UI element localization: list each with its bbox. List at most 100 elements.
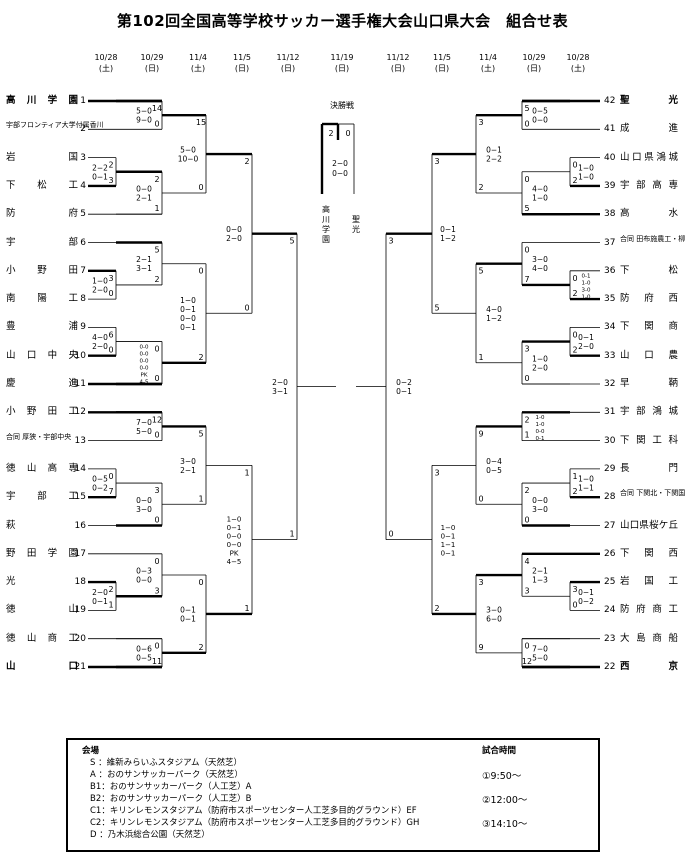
match-score: 2 bbox=[154, 175, 159, 184]
round-date-header: 11/4(土) bbox=[176, 52, 220, 74]
half-score: 0−1 bbox=[441, 532, 456, 540]
team-number: 27 bbox=[604, 520, 616, 531]
half-score: 0−5 bbox=[486, 466, 502, 475]
match-score: 0 bbox=[524, 374, 529, 383]
venue-item: C2：キリンレモンスタジアム（防府市スポーツセンター人工芝多目的グラウンド）GH bbox=[90, 818, 420, 828]
half-score: 9−0 bbox=[136, 116, 152, 125]
team-name: 下関西 bbox=[620, 547, 678, 559]
match-score: 0 bbox=[572, 600, 577, 609]
half-score: 3-0 bbox=[582, 287, 591, 293]
half-score: 1−0 bbox=[441, 524, 456, 532]
match-score: 12 bbox=[152, 415, 162, 424]
half-score: 0−1 bbox=[180, 605, 196, 614]
half-score: 0−1 bbox=[578, 588, 594, 597]
team-name: 下関商 bbox=[620, 321, 678, 333]
match-score: 3 bbox=[434, 157, 439, 166]
half-score: 0−0 bbox=[532, 496, 548, 505]
team-name: 宇部 bbox=[6, 236, 78, 248]
match-score: 0 bbox=[198, 578, 203, 587]
team-name: 下松 bbox=[620, 264, 678, 276]
match-score: 1 bbox=[289, 530, 294, 539]
team-number: 12 bbox=[74, 407, 86, 418]
match-score: 0 bbox=[154, 119, 159, 128]
half-score: 0-1 bbox=[582, 273, 591, 279]
match-score: 5 bbox=[524, 204, 529, 213]
team-name: 慶進 bbox=[6, 378, 78, 389]
half-score: 5−0 bbox=[136, 427, 152, 436]
team-name: 下松工 bbox=[6, 179, 78, 191]
team-name: 小野田 bbox=[6, 264, 78, 276]
team-number: 21 bbox=[74, 662, 86, 672]
match-score: 1 bbox=[478, 353, 483, 362]
team-number: 13 bbox=[74, 435, 86, 446]
team-number: 35 bbox=[604, 294, 616, 305]
team-name: 徳山 bbox=[6, 604, 78, 616]
match-score: 2 bbox=[108, 161, 113, 170]
team-name: 早鞆 bbox=[620, 378, 678, 389]
round-day: (日) bbox=[390, 64, 406, 73]
match-score: 0 bbox=[154, 431, 159, 440]
venue-item: B1：おのサンサッカーパーク（人工芝）A bbox=[90, 782, 252, 792]
half-score: 0−0 bbox=[136, 184, 152, 193]
round-day: (日) bbox=[234, 64, 250, 73]
match-score: 0 bbox=[524, 516, 529, 525]
half-score: 0−2 bbox=[396, 378, 412, 387]
round-date-header: 10/28 (土) bbox=[84, 52, 128, 74]
team-number: 32 bbox=[604, 379, 616, 389]
half-score: 0−0 bbox=[532, 116, 548, 125]
team-name: 野田学園 bbox=[6, 547, 78, 559]
team-number: 34 bbox=[604, 322, 616, 333]
half-score: 0−0 bbox=[227, 532, 242, 540]
round-day: (土) bbox=[570, 64, 586, 73]
team-name: 南陽工 bbox=[6, 293, 78, 305]
team-number: 38 bbox=[604, 209, 616, 220]
match-score: 0 bbox=[524, 175, 529, 184]
round-date-header: 10/28(土) bbox=[556, 52, 600, 74]
round-day: (土) bbox=[98, 64, 114, 73]
match-score: 0 bbox=[154, 374, 159, 383]
team-name: 徳山高専 bbox=[6, 462, 78, 474]
round-date: 10/29 bbox=[522, 53, 546, 62]
match-score: 3 bbox=[524, 345, 529, 354]
team-number: 14 bbox=[74, 463, 86, 474]
team-number: 30 bbox=[604, 435, 616, 446]
round-date: 10/28 bbox=[94, 53, 118, 62]
team-name: 防府西 bbox=[620, 293, 678, 305]
half-score: 1-0 bbox=[582, 280, 591, 286]
team-number: 25 bbox=[604, 577, 616, 588]
round-day: (日) bbox=[334, 64, 350, 73]
half-score: 7−0 bbox=[136, 418, 152, 427]
half-score: 1-0 bbox=[536, 415, 545, 421]
match-score: 3 bbox=[478, 578, 483, 587]
half-score: 3−0 bbox=[180, 457, 196, 466]
half-score: 4−5 bbox=[227, 558, 242, 566]
half-score: 4−0 bbox=[486, 305, 502, 314]
team-name: 聖光 bbox=[620, 95, 678, 106]
half-score: 1−1 bbox=[578, 484, 594, 493]
half-score: 0−0 bbox=[136, 496, 152, 505]
half-score: 0−0 bbox=[227, 541, 242, 549]
match-score: 3 bbox=[154, 586, 159, 595]
match-score: 2 bbox=[434, 604, 439, 613]
half-score: 2−1 bbox=[136, 255, 152, 264]
team-name: 高川学園 bbox=[6, 95, 78, 106]
round-date-header: 10/29 (日) bbox=[512, 52, 556, 74]
round-day: (日) bbox=[526, 64, 542, 73]
half-score: 1−0 bbox=[532, 354, 548, 363]
match-score: 0 bbox=[572, 330, 577, 339]
team-name: 合同 厚狭・宇部中央 bbox=[6, 432, 72, 441]
half-score: 1−0 bbox=[180, 296, 196, 305]
half-score: 0−1 bbox=[180, 305, 196, 314]
half-score: 0-0 bbox=[140, 358, 149, 364]
venue-item: A ：おのサンサッカーパーク（天然芝） bbox=[90, 770, 243, 780]
team-number: 41 bbox=[604, 124, 616, 135]
team-number: 6 bbox=[80, 237, 86, 248]
final-score: 2 bbox=[328, 129, 333, 138]
match-score: 9 bbox=[478, 429, 483, 438]
half-score: 0−1 bbox=[441, 549, 456, 557]
half-score: 2−2 bbox=[92, 163, 108, 172]
team-name: 長門 bbox=[620, 462, 678, 474]
match-score: 1 bbox=[154, 204, 159, 213]
match-score: 0 bbox=[524, 246, 529, 255]
half-score: 2−0 bbox=[92, 285, 108, 294]
